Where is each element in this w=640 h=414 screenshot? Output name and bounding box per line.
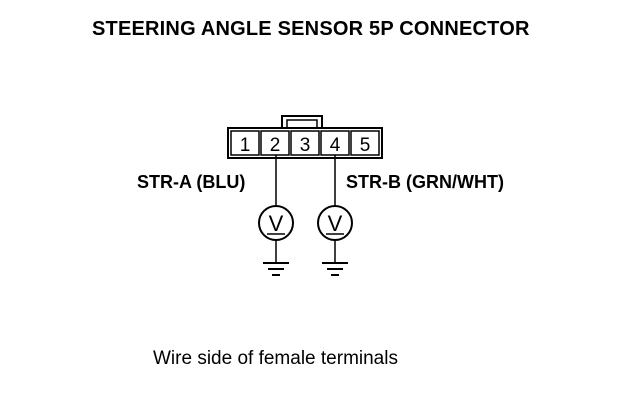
diagram-title: STEERING ANGLE SENSOR 5P CONNECTOR — [92, 18, 530, 40]
ground-symbol-icon — [322, 262, 348, 276]
pin-label: 4 — [330, 135, 341, 156]
voltmeter-symbol: V — [269, 211, 284, 236]
pin-cell-2: 2 — [260, 130, 290, 156]
wire-label-str-a: STR-A (BLU) — [137, 172, 246, 192]
voltmeter-a: V — [258, 205, 294, 241]
wire-label-str-b: STR-B (GRN/WHT) — [346, 172, 504, 192]
connector-housing — [227, 127, 383, 159]
pin-label: 1 — [240, 135, 251, 156]
pin-label: 3 — [300, 135, 311, 156]
diagram-caption: Wire side of female terminals — [153, 348, 398, 369]
pin-cell-3: 3 — [290, 130, 320, 156]
voltmeter-b: V — [317, 205, 353, 241]
pin-cell-5: 5 — [350, 130, 380, 156]
voltmeter-symbol: V — [328, 211, 343, 236]
connector-lock-tab-inner — [286, 119, 318, 128]
ground-symbol-icon — [263, 262, 289, 276]
pin-label: 5 — [360, 135, 371, 156]
pin-cell-1: 1 — [230, 130, 260, 156]
connector-lock-tab — [281, 115, 323, 128]
pin-label: 2 — [270, 135, 281, 156]
